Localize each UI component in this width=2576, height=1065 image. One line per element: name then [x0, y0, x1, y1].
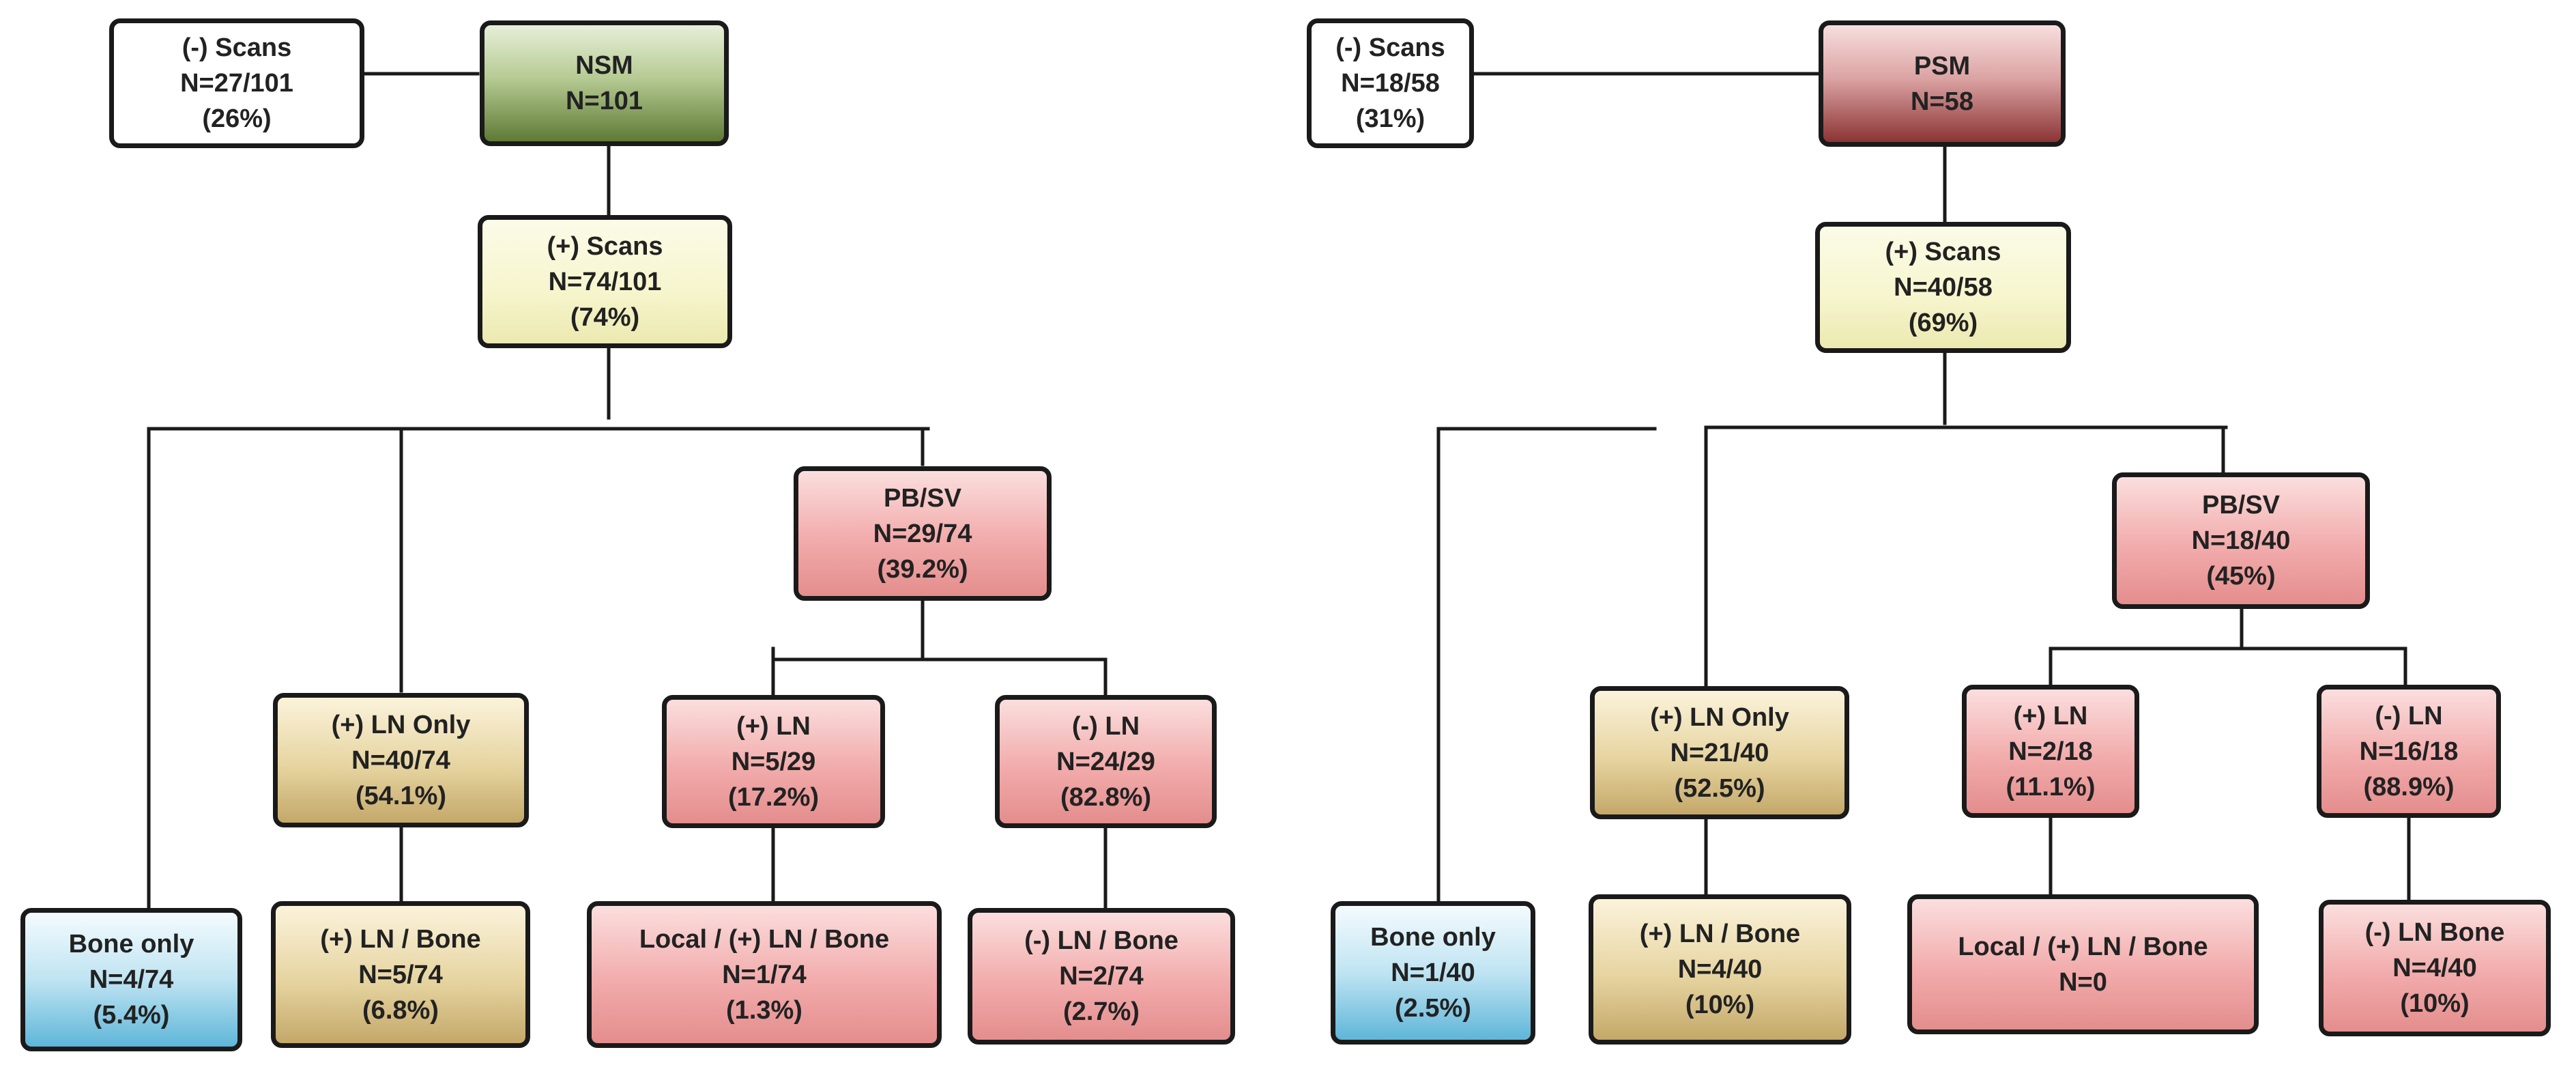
right-bone-only-box: Bone only N=1/40 (2.5%)	[1331, 901, 1535, 1045]
left-neg-ln-bone-n: N=2/74	[1059, 962, 1144, 991]
left-pos-scans-pct: (74%)	[570, 302, 640, 332]
right-bone-only-pct: (2.5%)	[1395, 994, 1471, 1023]
right-local-ln-bone-title: Local / (+) LN / Bone	[1958, 932, 2208, 961]
right-bone-only-title: Bone only	[1370, 923, 1496, 952]
left-pos-ln-pct: (17.2%)	[727, 782, 820, 812]
left-ln-only-box: (+) LN Only N=40/74 (54.1%)	[273, 693, 529, 827]
right-ln-only-pct: (52.5%)	[1674, 773, 1765, 803]
right-neg-ln-bone-n: N=4/40	[2392, 954, 2477, 982]
left-pbsv-box: PB/SV N=29/74 (39.2%)	[794, 466, 1052, 601]
left-root-n: N=101	[565, 87, 643, 115]
right-ln-only-title: (+) LN Only	[1650, 702, 1789, 732]
left-local-ln-bone-n: N=1/74	[722, 960, 807, 989]
right-neg-ln-bone-pct: (10%)	[2400, 989, 2470, 1018]
left-neg-ln-box: (-) LN N=24/29 (82.8%)	[995, 695, 1217, 828]
left-ln-bone-n: N=5/74	[358, 960, 443, 989]
right-root-psm-box: PSM N=58	[1819, 20, 2066, 147]
right-pbsv-pct: (45%)	[2206, 562, 2276, 591]
left-ln-only-pct: (54.1%)	[355, 781, 447, 810]
right-neg-scans-pct: (31%)	[1355, 104, 1426, 133]
left-neg-ln-pct: (82.8%)	[1060, 782, 1152, 812]
left-pbsv-n: N=29/74	[873, 519, 972, 548]
right-pos-ln-n: N=2/18	[2008, 737, 2093, 766]
right-neg-ln-box: (-) LN N=16/18 (88.9%)	[2317, 685, 2501, 818]
right-pos-scans-box: (+) Scans N=40/58 (69%)	[1815, 222, 2071, 353]
left-ln-bone-title: (+) LN / Bone	[320, 924, 481, 954]
left-bone-only-pct: (5.4%)	[93, 1001, 170, 1030]
left-ln-bone-box: (+) LN / Bone N=5/74 (6.8%)	[271, 901, 530, 1048]
right-ln-only-box: (+) LN Only N=21/40 (52.5%)	[1590, 686, 1849, 819]
right-local-ln-bone-n: N=0	[2059, 967, 2107, 997]
right-ln-bone-pct: (10%)	[1685, 991, 1755, 1019]
left-ln-only-title: (+) LN Only	[331, 710, 471, 739]
left-ln-bone-pct: (6.8%)	[362, 995, 439, 1025]
right-neg-ln-title: (-) LN	[2375, 701, 2443, 730]
right-pbsv-box: PB/SV N=18/40 (45%)	[2112, 472, 2370, 609]
right-local-ln-bone-box: Local / (+) LN / Bone N=0	[1907, 894, 2259, 1034]
left-local-ln-bone-title: Local / (+) LN / Bone	[639, 924, 890, 954]
left-neg-scans-n: N=27/101	[180, 69, 293, 98]
left-pos-ln-n: N=5/29	[731, 747, 816, 776]
left-pos-ln-box: (+) LN N=5/29 (17.2%)	[662, 695, 885, 828]
left-bone-only-box: Bone only N=4/74 (5.4%)	[20, 908, 242, 1051]
right-neg-ln-bone-box: (-) LN Bone N=4/40 (10%)	[2319, 900, 2551, 1036]
right-ln-bone-n: N=4/40	[1677, 955, 1763, 984]
right-bone-only-n: N=1/40	[1391, 958, 1475, 987]
left-neg-scans-pct: (26%)	[202, 104, 272, 133]
left-root-title: NSM	[575, 51, 633, 80]
right-neg-scans-title: (-) Scans	[1335, 33, 1445, 62]
right-pos-ln-title: (+) LN	[2013, 701, 2088, 730]
left-neg-ln-bone-box: (-) LN / Bone N=2/74 (2.7%)	[968, 908, 1235, 1045]
right-root-title: PSM	[1913, 51, 1971, 81]
right-pos-scans-pct: (69%)	[1908, 309, 1978, 337]
right-neg-ln-pct: (88.9%)	[2363, 772, 2455, 801]
left-neg-scans-box: (-) Scans N=27/101 (26%)	[109, 18, 364, 148]
left-pos-scans-title: (+) Scans	[547, 231, 663, 261]
left-neg-ln-n: N=24/29	[1056, 747, 1155, 776]
right-pos-ln-pct: (11.1%)	[2006, 772, 2096, 801]
right-ln-bone-box: (+) LN / Bone N=4/40 (10%)	[1589, 894, 1851, 1045]
right-pos-ln-box: (+) LN N=2/18 (11.1%)	[1962, 685, 2139, 818]
left-bone-only-title: Bone only	[68, 930, 194, 958]
left-neg-ln-bone-title: (-) LN / Bone	[1024, 926, 1178, 955]
left-local-ln-bone-box: Local / (+) LN / Bone N=1/74 (1.3%)	[587, 901, 942, 1048]
left-pos-ln-title: (+) LN	[736, 711, 811, 741]
left-bone-only-n: N=4/74	[89, 965, 174, 994]
left-pbsv-title: PB/SV	[883, 483, 962, 513]
right-neg-scans-n: N=18/58	[1341, 69, 1440, 98]
left-pos-scans-n: N=74/101	[548, 267, 662, 296]
left-pos-scans-box: (+) Scans N=74/101 (74%)	[478, 215, 732, 348]
right-root-n: N=58	[1911, 87, 1973, 116]
right-pbsv-n: N=18/40	[2191, 526, 2291, 555]
left-root-nsm-box: NSM N=101	[480, 20, 729, 146]
right-neg-ln-bone-title: (-) LN Bone	[2364, 918, 2505, 947]
right-neg-scans-box: (-) Scans N=18/58 (31%)	[1307, 18, 1474, 148]
left-ln-only-n: N=40/74	[351, 746, 450, 775]
right-pos-scans-n: N=40/58	[1894, 273, 1993, 302]
right-pbsv-title: PB/SV	[2201, 491, 2281, 520]
left-neg-scans-title: (-) Scans	[182, 33, 292, 62]
left-local-ln-bone-pct: (1.3%)	[726, 995, 802, 1025]
right-neg-ln-n: N=16/18	[2359, 737, 2459, 766]
right-pos-scans-title: (+) Scans	[1885, 238, 2001, 266]
left-neg-ln-bone-pct: (2.7%)	[1063, 997, 1140, 1026]
left-neg-ln-title: (-) LN	[1071, 711, 1140, 741]
right-ln-bone-title: (+) LN / Bone	[1639, 920, 1801, 948]
right-ln-only-n: N=21/40	[1670, 738, 1769, 767]
left-pbsv-pct: (39.2%)	[877, 554, 968, 584]
